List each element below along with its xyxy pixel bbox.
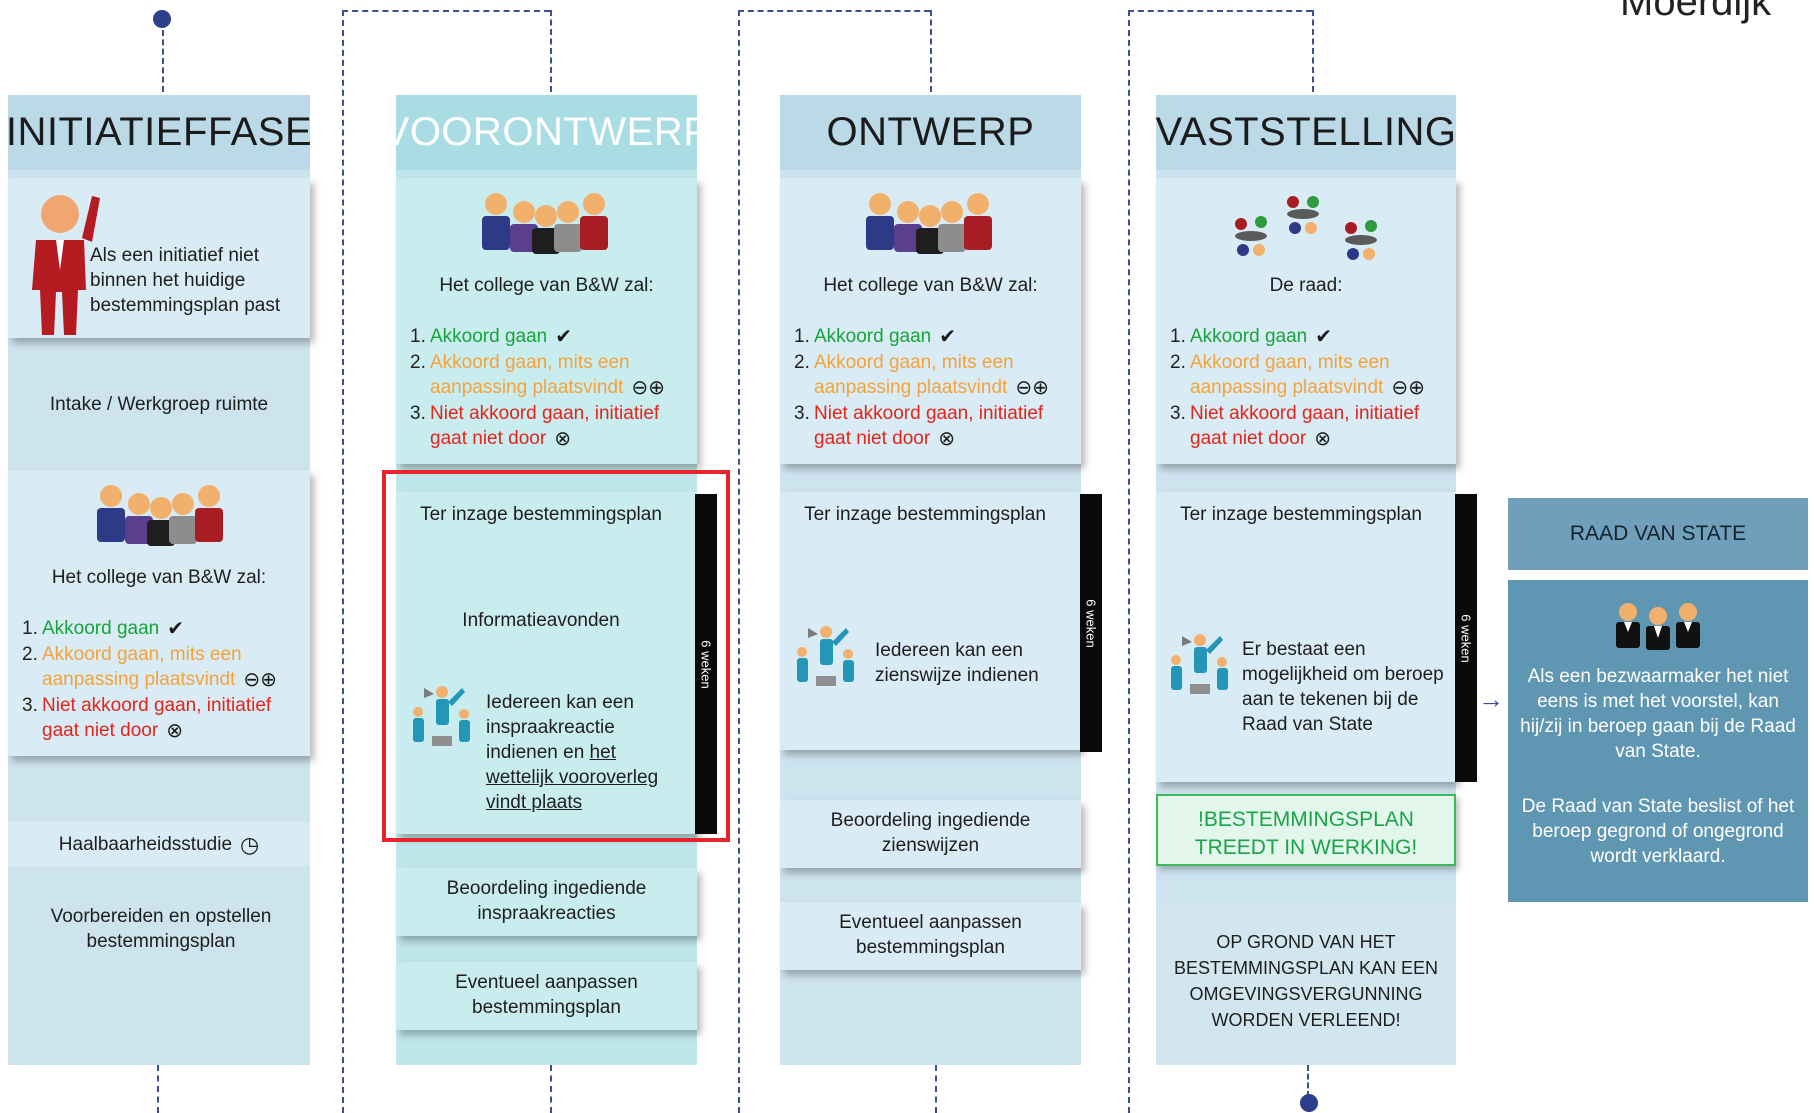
- college-label: Het college van B&W zal:: [439, 275, 654, 296]
- judges-icon: [1616, 603, 1700, 650]
- decision-options: 1.Akkoord gaan✔ 2.Akkoord gaan, mits een…: [1170, 324, 1450, 452]
- ter-inzage-label: Ter inzage bestemmingsplan: [804, 504, 1046, 525]
- connector-line: [550, 1065, 552, 1113]
- voorontwerp-title: VOORONTWERP: [383, 95, 710, 170]
- check-circle-icon: ✔: [939, 326, 957, 348]
- wettelijk-vooroverleg-link: het wettelijk vooroverleg vindt plaats: [486, 742, 659, 813]
- ontwerp-inzage-card: Ter inzage bestemmingsplan Iedereen kan …: [780, 492, 1081, 750]
- vergunning-card: OP GROND VAN HET BESTEMMINGSPLAN KAN EEN…: [1156, 905, 1456, 1065]
- initiative-card: Als een initiatief niet binnen het huidi…: [8, 178, 310, 338]
- raad-van-state-title: RAAD VAN STATE: [1508, 498, 1808, 570]
- initiative-text: Als een initiatief niet binnen het huidi…: [90, 245, 281, 316]
- weken-bar: 6 weken: [1455, 494, 1477, 782]
- connector-line: [1128, 10, 1312, 12]
- option-niet: 3.Niet akkoord gaan, initiatief gaat nie…: [1170, 403, 1420, 450]
- raad-label: De raad:: [1269, 275, 1343, 296]
- megaphone-crowd-icon: [413, 686, 470, 746]
- weken-bar: 6 weken: [695, 494, 717, 834]
- start-dot: [153, 10, 171, 28]
- cross-circle-icon: ⊗: [554, 428, 571, 450]
- option-mits: 2.Akkoord gaan, mits een aanpassing plaa…: [410, 352, 665, 399]
- minus-plus-icon: ⊖⊕: [243, 669, 277, 691]
- aanpassen-step: Eventueel aanpassen bestemmingsplan: [396, 962, 697, 1030]
- option-akkoord: 1.Akkoord gaan✔: [22, 618, 185, 640]
- decision-options: 1.Akkoord gaan✔ 2.Akkoord gaan, mits een…: [410, 324, 690, 452]
- minus-plus-icon: ⊖⊕: [1015, 377, 1049, 399]
- beoordeling-step: Beoordeling ingediende zienswijzen: [780, 800, 1081, 868]
- college-label: Het college van B&W zal:: [823, 275, 1038, 296]
- connector-line: [342, 10, 344, 1113]
- college-label: Het college van B&W zal:: [51, 567, 267, 588]
- ontwerp-title: ONTWERP: [780, 95, 1081, 170]
- ontwerp-college-card: Het college van B&W zal: 1.Akkoord gaan✔…: [780, 178, 1081, 464]
- vaststelling-title: VASTSTELLING: [1156, 95, 1456, 170]
- option-mits: 2.Akkoord gaan, mits een aanpassing plaa…: [1170, 352, 1425, 399]
- ter-inzage-label: Ter inzage bestemmingsplan: [420, 504, 662, 525]
- connector-line: [550, 10, 552, 92]
- megaphone-crowd-icon: [1171, 634, 1228, 694]
- group-people-icon: [866, 193, 992, 254]
- raad-van-state-text1: Als een bezwaarmaker het niet eens is me…: [1520, 666, 1796, 762]
- council-tables-icon: [1235, 196, 1377, 260]
- beoordeling-step: Beoordeling ingediende inspraakreacties: [396, 868, 697, 936]
- voorontwerp-inzage-card: Ter inzage bestemmingsplan Informatieavo…: [396, 492, 697, 834]
- beroep-text: Er bestaat een mogelijkheid om beroep aa…: [1242, 639, 1444, 735]
- clock-icon: ◷: [240, 831, 260, 857]
- weken-bar: 6 weken: [1080, 494, 1102, 752]
- cross-circle-icon: ⊗: [166, 720, 183, 742]
- option-niet: 3.Niet akkoord gaan, initiatief gaat nie…: [22, 695, 272, 742]
- connector-line: [1307, 1065, 1309, 1097]
- option-niet: 3.Niet akkoord gaan, initiatief gaat nie…: [794, 403, 1044, 450]
- highlight-box: [382, 470, 730, 842]
- corner-label: Moerdijk: [1620, 0, 1772, 24]
- end-dot: [1300, 1094, 1318, 1112]
- person-raising-hand-icon: [32, 195, 100, 335]
- connector-line: [738, 10, 740, 1113]
- decision-options: 1.Akkoord gaan✔ 2.Akkoord gaan, mits een…: [794, 324, 1074, 452]
- cross-circle-icon: ⊗: [938, 428, 955, 450]
- option-niet: 3.Niet akkoord gaan, initiatief gaat nie…: [410, 403, 660, 450]
- arrow-right-icon: →: [1478, 684, 1504, 714]
- option-akkoord: 1.Akkoord gaan✔: [1170, 326, 1333, 348]
- voorontwerp-college-card: Het college van B&W zal: 1.Akkoord gaan✔…: [396, 178, 697, 464]
- raad-van-state-text2: De Raad van State beslist of het beroep …: [1521, 796, 1795, 867]
- minus-plus-icon: ⊖⊕: [631, 377, 665, 399]
- initiatief-college-card: Het college van B&W zal: 1.Akkoord gaan✔…: [8, 470, 310, 756]
- option-mits: 2.Akkoord gaan, mits een aanpassing plaa…: [22, 644, 277, 691]
- group-people-icon: [97, 485, 223, 546]
- connector-line: [1128, 10, 1130, 1113]
- check-circle-icon: ✔: [555, 326, 573, 348]
- aanpassen-step: Eventueel aanpassen bestemmingsplan: [780, 902, 1081, 970]
- option-akkoord: 1.Akkoord gaan✔: [794, 326, 957, 348]
- ter-inzage-label: Ter inzage bestemmingsplan: [1180, 504, 1422, 525]
- initiatief-title: INITIATIEFFASE: [6, 95, 312, 170]
- megaphone-crowd-icon: [797, 626, 854, 686]
- inspraak-text: Iedereen kan een inspraakreactie indiene…: [486, 692, 659, 813]
- connector-line: [930, 10, 932, 92]
- decision-options: 1.Akkoord gaan✔ 2.Akkoord gaan, mits een…: [22, 616, 302, 744]
- group-people-icon: [482, 193, 608, 254]
- connector-line: [342, 10, 550, 12]
- minus-plus-icon: ⊖⊕: [1391, 377, 1425, 399]
- connector-line: [1312, 10, 1314, 92]
- werking-banner: !BESTEMMINGSPLAN TREEDT IN WERKING!: [1156, 794, 1456, 866]
- cross-circle-icon: ⊗: [1314, 428, 1331, 450]
- vaststelling-inzage-card: Ter inzage bestemmingsplan Er bestaat ee…: [1156, 492, 1456, 782]
- connector-line: [935, 1065, 937, 1113]
- check-circle-icon: ✔: [167, 618, 185, 640]
- option-mits: 2.Akkoord gaan, mits een aanpassing plaa…: [794, 352, 1049, 399]
- zienswijze-text: Iedereen kan een zienswijze indienen: [875, 640, 1039, 686]
- connector-line: [738, 10, 930, 12]
- check-circle-icon: ✔: [1315, 326, 1333, 348]
- voorbereiden-step: Voorbereiden en opstellen bestemmingspla…: [50, 906, 272, 952]
- intake-step: Intake / Werkgroep ruimte: [49, 394, 269, 415]
- haalbaarheid-step: Haalbaarheidsstudie◷: [8, 822, 310, 866]
- connector-line: [157, 1065, 159, 1113]
- raad-card: De raad: 1.Akkoord gaan✔ 2.Akkoord gaan,…: [1156, 178, 1456, 464]
- raad-van-state-card: Als een bezwaarmaker het niet eens is me…: [1508, 580, 1808, 902]
- option-akkoord: 1.Akkoord gaan✔: [410, 326, 573, 348]
- connector-line: [162, 30, 164, 92]
- informatieavonden-label: Informatieavonden: [462, 610, 620, 631]
